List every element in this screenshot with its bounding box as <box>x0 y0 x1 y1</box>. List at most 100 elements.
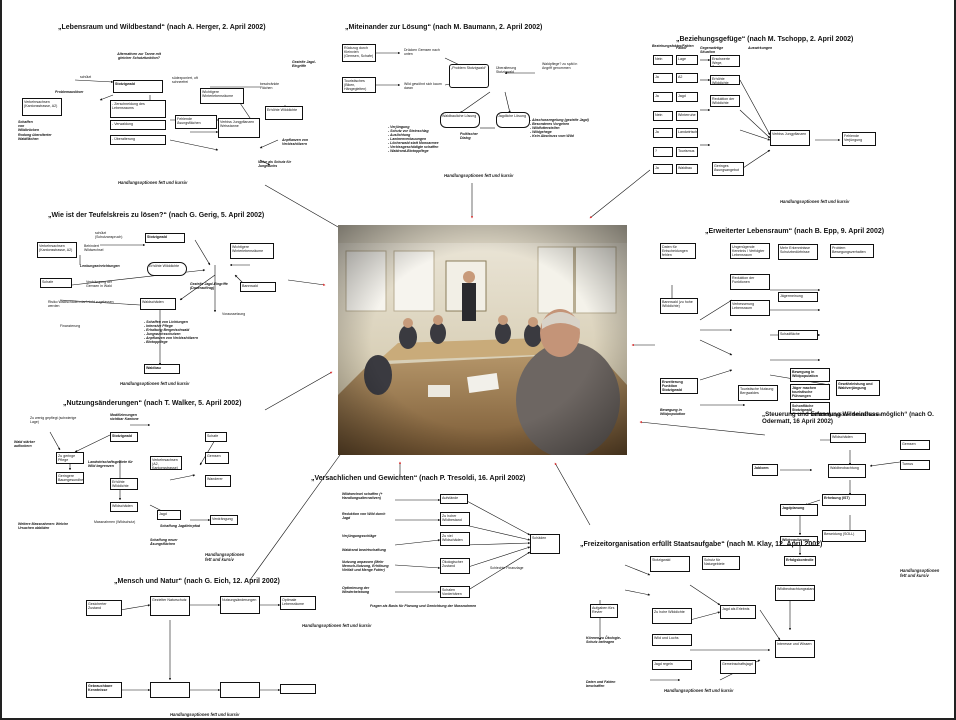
box-stotzigwald: Stotzigwald <box>113 80 163 93</box>
panel-title: „Versachlichen und Gewichten“ (nach P. T… <box>311 475 526 482</box>
row-flag: Ja <box>653 73 673 83</box>
relation-label: schützt (Schutzanspruch) <box>95 231 123 240</box>
box-jaeger-fuehrungen: Jäger machen touristische Führungen <box>790 384 830 400</box>
relation-label: Finanzierung <box>60 324 81 328</box>
box-jagd-regeln: Jagd regeln <box>652 660 692 670</box>
row-factor: Jagd <box>676 92 698 102</box>
box-problem: Problem Bewegungsverhalten <box>830 244 874 258</box>
box-winterlebensraeume: Wichtigere Winterlebensräume <box>230 243 274 259</box>
option-label: Waldrand bewirtschaftung <box>342 548 386 552</box>
option-label: Reduktion von Wild durch Jagd <box>342 512 386 521</box>
option-label: Nutzung anpassen (Mehr Mensch-Nutzung, E… <box>342 560 389 573</box>
box-jaeger: Jägermeinung <box>778 292 818 302</box>
row-factor: Lage <box>676 55 698 65</box>
box-oekologisch: Ökologischer Zustand <box>440 558 470 574</box>
box-verkehrsachsen: Verkehrsachsen (Kantonsstrasse, A2) <box>22 98 62 116</box>
panel-title: „Freizeitorganisation erfüllt Staatsaufg… <box>580 541 823 548</box>
box-jagdliche: Jagdliche Lösung <box>496 112 530 128</box>
panel-title: „Miteinander zur Lösung“ (nach M. Bauman… <box>345 24 543 31</box>
row-factor: Tourismus <box>676 147 698 157</box>
option-label: Anpflanzen von Verbisshölzern <box>282 138 309 147</box>
row-factor: Landwirtschaft <box>676 128 698 138</box>
box-jagd: Jagd <box>157 510 181 520</box>
box-aesungsflaechen: Fehlende Äsungsflächen <box>175 115 217 129</box>
option-label: Gezielte Jagd-Eingriffe <box>292 60 316 69</box>
box-druecken: Drücken Gemsen nach unten <box>404 48 440 57</box>
box-verbesserung: Verbesserung Lebensraum <box>730 300 770 316</box>
header-col: Faktor <box>676 46 687 50</box>
box-effect: Reduktion der Wilddichte <box>710 95 740 107</box>
box-waldbau: Waldbau <box>144 364 180 374</box>
option-label: Verjüngungsschläge <box>342 534 377 538</box>
relation-label: Behindert Wildwechsel <box>84 244 104 253</box>
option-label: Weitere Massnahmen: Welche Ursachen abbi… <box>18 522 69 531</box>
relation-label: südexponiert, oft schneefrei <box>172 76 198 85</box>
box-effect: Fehlende Verjüngung <box>842 132 876 146</box>
box-schonflaeche: Schonfläche Stotzigwald <box>790 402 830 414</box>
box-aufstaende: Aufstände <box>440 494 468 504</box>
box-erkenntnisse: Mehr Erkenntnisse Schutzbedürfnisse <box>778 244 818 260</box>
relation-label: Massnahmen (Wildschutz) <box>94 520 136 524</box>
workshop-photo-image <box>338 225 627 455</box>
box-eich-c <box>280 684 316 694</box>
box-schalen: Schalen Vorderbären <box>440 586 470 598</box>
panel-title: „Steuerung und Erfassung Wildeinfluss mö… <box>762 411 934 425</box>
box-schutz: Schutz für Naturgebiete <box>702 556 740 570</box>
option-label: Wald stärker auflockern <box>14 440 35 449</box>
box-schaeden: Schäden <box>530 534 560 554</box>
relation-label: Verdrängung der Gemsen in Wald <box>86 280 113 289</box>
box-wild-gewoehnt: Wild gewöhnt sich kaum daran <box>404 82 442 91</box>
row-flag: Nein <box>653 111 673 121</box>
box-bannwald: Bannwald (zu hohe Wilddichte) <box>660 298 698 314</box>
box-effect: Erhöhte Wilddichte <box>710 75 740 85</box>
box-erhebung: Erhebung (IST) <box>822 494 866 506</box>
box-waldbauliche: Waldbauliche Lösung <box>440 112 480 128</box>
box-gemsen: Gemsen <box>205 452 229 464</box>
panel-caption: Handlungsoptionen fett und kursiv <box>900 568 940 578</box>
panel-caption: Handlungsoptionen fett und kursiv <box>444 173 514 178</box>
box-verbiss: Verbiss Jungpflanzen Weisstanne <box>218 118 260 138</box>
box-jabloem: Jabloem <box>752 464 778 476</box>
workshop-photo <box>338 225 627 455</box>
panel-caption: Handlungsoptionen fett und kursiv <box>780 199 850 204</box>
box-waldbeobachtung: Waldbeobachtung <box>828 464 866 478</box>
panel-title: „Mensch und Natur“ (nach G. Eich, 12. Ap… <box>114 578 280 585</box>
box-touristische: Touristische Nutzung Bergwaldes <box>738 385 778 401</box>
row-factor: A2 <box>676 73 698 83</box>
box-jagd-erlebnis: Jagd als Erlebnis <box>720 605 756 619</box>
box-problem: „Problem Stotzigwald“ <box>449 64 489 88</box>
option-label: Natur als Schutz für Jungwuchs <box>258 160 292 169</box>
box-waldschaeden: Waldschäden <box>140 298 176 310</box>
row-flag: Ja <box>653 164 673 174</box>
box-touristisches: Touristisches (Biken, Hängegleiten) <box>342 77 376 93</box>
box-wilddichte: Erhöhte Wilddichte <box>147 262 187 276</box>
header-col: Auswirkungen <box>748 46 773 50</box>
option-label: Wildwechsel schaffen (+ Handlungsalterna… <box>342 492 383 501</box>
panel-caption: Handlungsoptionen fett und kursiv <box>170 712 240 717</box>
box-rueckzug: Rückzug durch Kleinvieh (Gemsen, Schafe) <box>342 44 376 62</box>
row-factor: Waldbau <box>676 164 698 174</box>
panel-title: „Wie ist der Teufelskreis zu lösen?“ (na… <box>48 212 265 219</box>
box-beobachtung: Wildbeobachtungsstand <box>775 585 815 601</box>
box-verwaldung: - Verwaldung <box>110 120 166 130</box>
panel-title: „Nutzungsänderungen“ (nach T. Walker, 5.… <box>63 400 242 407</box>
list-jagd: - Abschussregelung (gezielte Jagd) - Bes… <box>530 118 589 139</box>
box-schafe: Schafe <box>40 278 72 288</box>
option-label: Können zu Ökologie-Schutz beitragen <box>586 636 621 645</box>
relation-label: Zu wenig gepflegt (schwierige Lage) <box>30 416 77 425</box>
box-stotzigwald: Stotzigwald <box>650 556 690 572</box>
option-label: Landwirtschaftsgebiete für Wild begrenze… <box>88 460 133 469</box>
box-bewegung-wild: Bewegung in Wildpopulation <box>790 368 830 382</box>
box-nutzung: Nutzungsänderungen <box>220 596 260 614</box>
box-zerschneidung: - Zerschneidung des Lebensraums <box>110 100 166 118</box>
option-label: Modifizierungen sichtbar Kantone <box>110 413 139 422</box>
header-col: Gegenwärtige Situation <box>700 46 724 55</box>
box-kenntnis: Ungenügende Kenntnis / Verfolgter Lebens… <box>730 243 770 259</box>
option-label: Schaffung neuer Äsungsflächen <box>150 538 178 547</box>
box-wilddichte: Erhöhte Wilddichte <box>265 106 303 120</box>
option-label: Schaffen von Wildbrücken <box>18 120 39 133</box>
row-flag: Ja <box>653 128 673 138</box>
list-massnahmen: - Schaffen von Lichtungen - Intensive Pf… <box>144 320 198 345</box>
panel-caption: Handlungsoptionen fett und kursiv <box>205 552 245 562</box>
